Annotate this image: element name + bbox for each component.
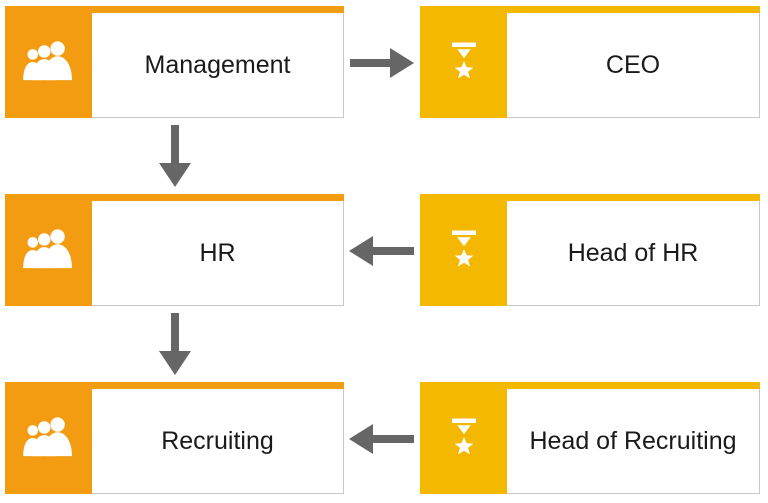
node-label-head-of-recruiting: Head of Recruiting (529, 426, 737, 455)
arrow-management-to-hr (159, 125, 191, 187)
role-icon-box (420, 6, 507, 118)
position-star-icon (449, 412, 479, 464)
node-accent-bar (5, 6, 344, 13)
node-label-ceo: CEO (605, 50, 661, 79)
position-star-icon (449, 36, 479, 88)
node-label-recruiting: Recruiting (161, 426, 274, 455)
group-icon (20, 416, 78, 460)
org-unit-icon-box (5, 382, 92, 494)
org-unit-icon-box (5, 194, 92, 306)
group-icon (20, 40, 78, 84)
node-accent-bar (5, 194, 344, 201)
org-unit-icon-box (5, 6, 92, 118)
org-unit-management[interactable]: Management (5, 6, 344, 118)
node-accent-bar (5, 382, 344, 389)
role-icon-box (420, 382, 507, 494)
node-label-head-of-hr: Head of HR (567, 238, 699, 267)
arrow-head-of-recruiting-to-recruiting (349, 424, 414, 454)
node-accent-bar (420, 194, 760, 201)
node-accent-bar (420, 6, 760, 13)
org-unit-recruiting[interactable]: Recruiting (5, 382, 344, 494)
role-icon-box (420, 194, 507, 306)
node-label-management: Management (144, 50, 291, 79)
org-unit-hr[interactable]: HR (5, 194, 344, 306)
position-star-icon (449, 224, 479, 276)
arrow-head-of-hr-to-hr (349, 236, 414, 266)
role-head-of-recruiting[interactable]: Head of Recruiting (420, 382, 760, 494)
group-icon (20, 228, 78, 272)
node-label-hr: HR (199, 238, 236, 267)
arrow-hr-to-recruiting (159, 313, 191, 375)
role-ceo[interactable]: CEO (420, 6, 760, 118)
role-head-of-hr[interactable]: Head of HR (420, 194, 760, 306)
arrow-management-to-ceo (350, 48, 414, 78)
node-accent-bar (420, 382, 760, 389)
